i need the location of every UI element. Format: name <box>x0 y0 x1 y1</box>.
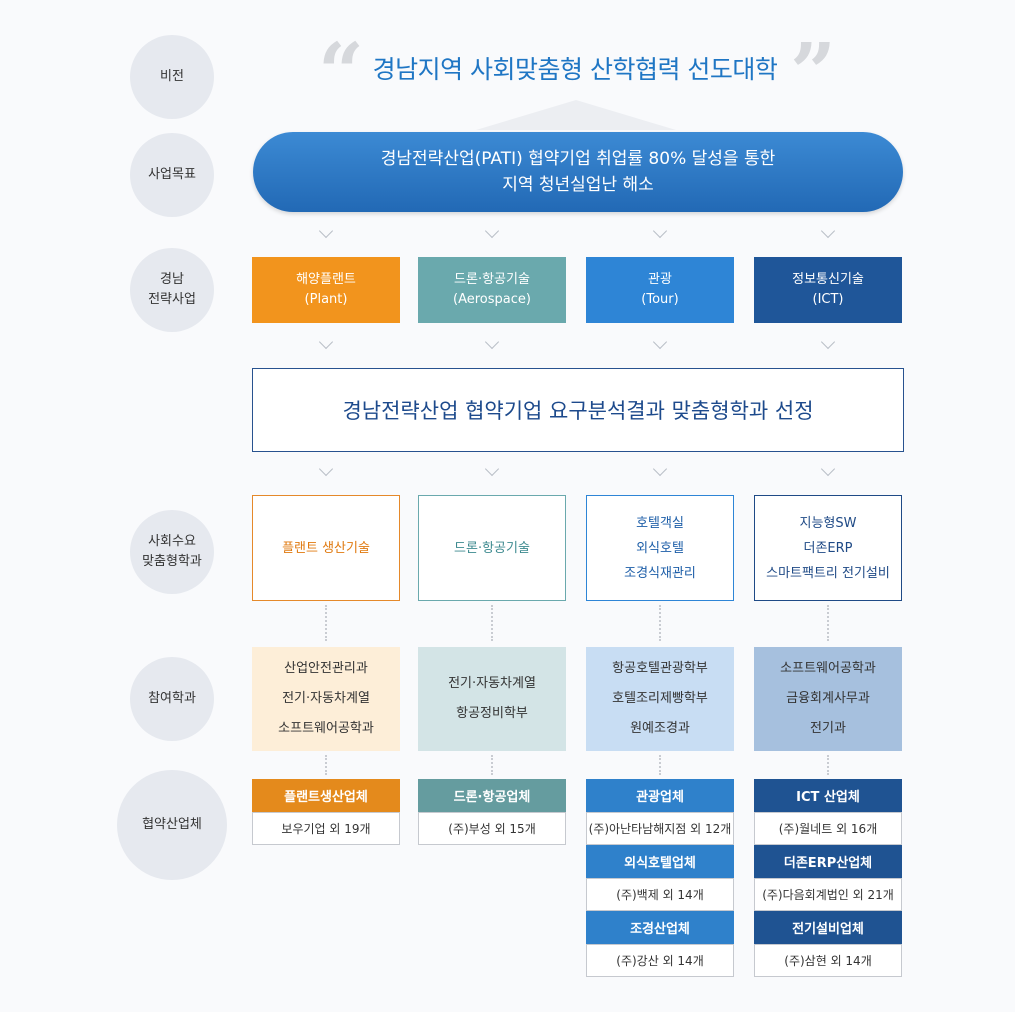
selection-box: 경남전략산업 협약기업 요구분석결과 맞춤형학과 선정 <box>252 368 904 452</box>
participating-ict: 소프트웨어공학과 금융회계사무과 전기과 <box>754 647 902 751</box>
dept-item: 원예조경과 <box>630 721 690 736</box>
dept-item: 전기·자동차계열 <box>282 691 370 706</box>
partner-value-tour-2: (주)백제 외 14개 <box>586 878 734 911</box>
vision-pointer-triangle <box>476 100 676 130</box>
demand-dept-ict: 지능형SW 더존ERP 스마트팩트리 전기설비 <box>754 495 902 601</box>
chevron-down-icon <box>820 334 836 350</box>
chevron-down-icon <box>484 334 500 350</box>
industry-en: (Plant) <box>304 292 348 307</box>
row-label-demand: 사회수요 맞춤형학과 <box>130 510 214 594</box>
vision-banner: “ ” 경남지역 사회맞춤형 산학협력 선도대학 <box>250 32 900 112</box>
dotted-connector <box>827 755 829 775</box>
dept-item: 외식호텔 <box>636 540 684 556</box>
demand-dept-aerospace: 드론·항공기술 <box>418 495 566 601</box>
industry-en: (Aerospace) <box>453 292 531 307</box>
chevron-down-icon <box>318 461 334 477</box>
partner-value-plant: 보우기업 외 19개 <box>252 812 400 845</box>
partner-header-ict-2: 더존ERP산업체 <box>754 845 902 878</box>
chevron-down-icon <box>318 223 334 239</box>
close-quote-icon: ” <box>789 25 836 119</box>
industry-plant: 해양플랜트 (Plant) <box>252 257 400 323</box>
dept-item: 전기과 <box>810 721 846 736</box>
selection-text: 경남전략산업 협약기업 요구분석결과 맞춤형학과 선정 <box>342 399 814 423</box>
chevron-down-icon <box>820 223 836 239</box>
chevron-down-icon <box>318 334 334 350</box>
chevron-down-icon <box>652 334 668 350</box>
dotted-connector <box>491 755 493 775</box>
chevron-down-icon <box>820 461 836 477</box>
row-label-goal: 사업목표 <box>130 133 214 217</box>
chevron-down-icon <box>484 223 500 239</box>
partner-header-ict-1: ICT 산업체 <box>754 779 902 812</box>
industry-name: 정보통신기술 <box>792 272 864 287</box>
row-label-vision: 비전 <box>130 35 214 119</box>
goal-pill: 경남전략산업(PATI) 협약기업 취업률 80% 달성을 통한 지역 청년실업… <box>253 132 903 212</box>
partner-value-ict-2: (주)다음회계법인 외 21개 <box>754 878 902 911</box>
dept-item: 조경식재관리 <box>624 565 696 581</box>
industry-ict: 정보통신기술 (ICT) <box>754 257 902 323</box>
dept-item: 드론·항공기술 <box>454 540 530 556</box>
dotted-connector <box>827 605 829 641</box>
partner-value-tour-1: (주)아난타남해지점 외 12개 <box>586 812 734 845</box>
goal-line-1: 경남전략산업(PATI) 협약기업 취업률 80% 달성을 통한 <box>380 149 776 169</box>
vision-text: 경남지역 사회맞춤형 산학협력 선도대학 <box>372 55 778 84</box>
dept-item: 전기·자동차계열 <box>448 676 536 691</box>
industry-en: (ICT) <box>812 292 844 307</box>
industry-tour: 관광 (Tour) <box>586 257 734 323</box>
row-label-partners: 협약산업체 <box>117 770 227 880</box>
industry-name: 관광 <box>648 272 672 287</box>
dept-item: 호텔객실 <box>636 515 684 531</box>
partner-value-ict-3: (주)삼현 외 14개 <box>754 944 902 977</box>
dept-item: 더존ERP <box>803 540 853 556</box>
dept-item: 항공정비학부 <box>456 706 528 721</box>
dotted-connector <box>659 605 661 641</box>
dept-item: 산업안전관리과 <box>284 661 368 676</box>
industry-name: 해양플랜트 <box>296 272 356 287</box>
partner-value-aerospace: (주)부성 외 15개 <box>418 812 566 845</box>
participating-plant: 산업안전관리과 전기·자동차계열 소프트웨어공학과 <box>252 647 400 751</box>
partner-header-tour-3: 조경산업체 <box>586 911 734 944</box>
dept-item: 지능형SW <box>799 515 857 531</box>
open-quote-icon: “ <box>318 25 365 119</box>
dotted-connector <box>325 605 327 641</box>
partner-value-tour-3: (주)강산 외 14개 <box>586 944 734 977</box>
chevron-down-icon <box>484 461 500 477</box>
chevron-down-icon <box>652 223 668 239</box>
partner-header-aerospace: 드론·항공업체 <box>418 779 566 812</box>
dotted-connector <box>325 755 327 775</box>
dept-item: 항공호텔관광학부 <box>612 661 708 676</box>
dotted-connector <box>659 755 661 775</box>
participating-tour: 항공호텔관광학부 호텔조리제빵학부 원예조경과 <box>586 647 734 751</box>
dotted-connector <box>491 605 493 641</box>
row-label-strategic: 경남 전략사업 <box>130 248 214 332</box>
dept-item: 플랜트 생산기술 <box>282 540 370 556</box>
dept-item: 소프트웨어공학과 <box>278 721 374 736</box>
goal-line-2: 지역 청년실업난 해소 <box>502 175 654 195</box>
participating-aerospace: 전기·자동차계열 항공정비학부 <box>418 647 566 751</box>
demand-dept-tour: 호텔객실 외식호텔 조경식재관리 <box>586 495 734 601</box>
partner-header-tour-2: 외식호텔업체 <box>586 845 734 878</box>
dept-item: 금융회계사무과 <box>786 691 870 706</box>
dept-item: 소프트웨어공학과 <box>780 661 876 676</box>
industry-aerospace: 드론·항공기술 (Aerospace) <box>418 257 566 323</box>
partner-header-plant: 플랜트생산업체 <box>252 779 400 812</box>
chevron-down-icon <box>652 461 668 477</box>
row-label-participating: 참여학과 <box>130 657 214 741</box>
partner-header-tour-1: 관광업체 <box>586 779 734 812</box>
partner-value-ict-1: (주)월네트 외 16개 <box>754 812 902 845</box>
industry-en: (Tour) <box>641 292 679 307</box>
industry-name: 드론·항공기술 <box>454 272 530 287</box>
partner-header-ict-3: 전기설비업체 <box>754 911 902 944</box>
dept-item: 호텔조리제빵학부 <box>612 691 708 706</box>
demand-dept-plant: 플랜트 생산기술 <box>252 495 400 601</box>
dept-item: 스마트팩트리 전기설비 <box>766 565 890 581</box>
